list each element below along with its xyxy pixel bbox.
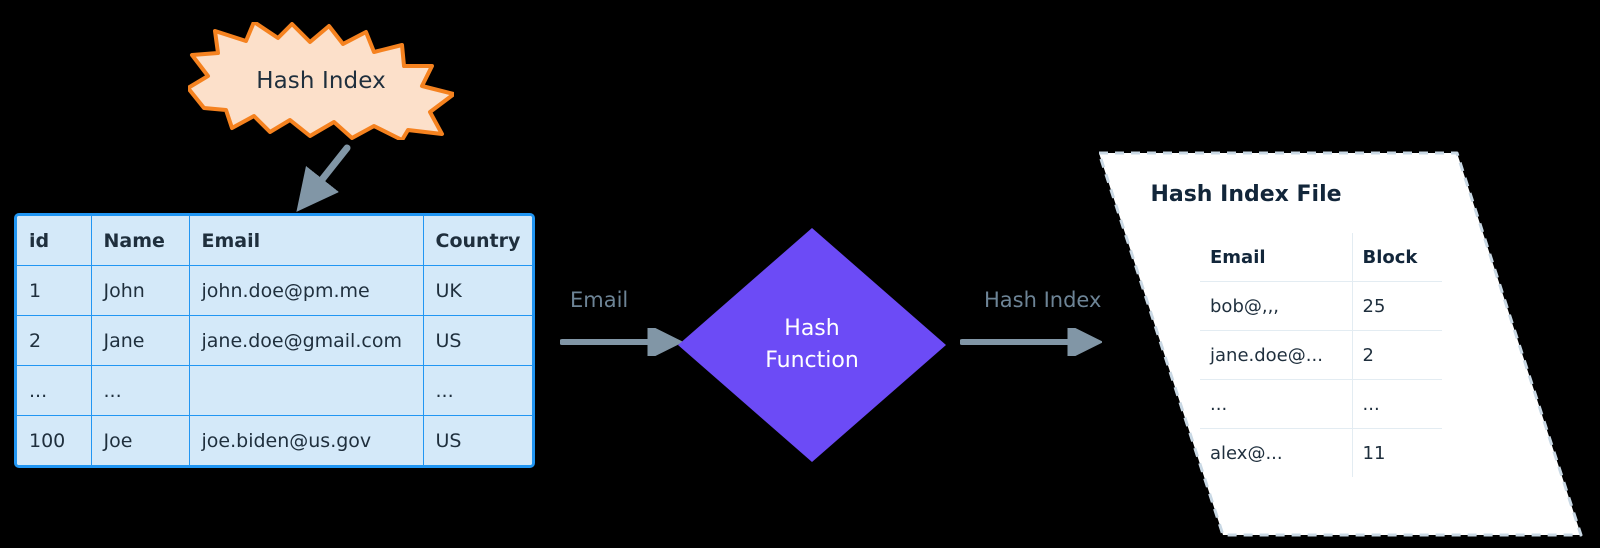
column-header-email: Email	[1200, 233, 1353, 282]
cell-id: ...	[17, 365, 92, 416]
cell-email: john.doe@pm.me	[188, 265, 424, 316]
cell-block: 25	[1352, 281, 1442, 331]
table-header-row: Email Block	[1200, 233, 1442, 282]
table-row: 2 Jane jane.doe@gmail.com US	[17, 315, 532, 366]
cell-name: ...	[90, 365, 190, 416]
cell-email	[188, 365, 424, 416]
table-row: 100 Joe joe.biden@us.gov US	[17, 415, 532, 465]
table-row: bob@,,, 25	[1200, 281, 1442, 331]
hash-function-label: Hash Function	[678, 228, 946, 462]
callout-pointer-arrow-icon	[285, 138, 365, 216]
cell-id: 1	[17, 265, 92, 316]
flow-label-hash-index: Hash Index	[984, 288, 1102, 312]
arrow-email-svg	[559, 324, 684, 360]
cell-name: Joe	[90, 415, 190, 465]
hash-function-line-2: Function	[765, 348, 859, 373]
callout-label: Hash Index	[256, 68, 386, 94]
cell-email: joe.biden@us.gov	[188, 415, 424, 465]
column-header-country: Country	[422, 216, 532, 266]
cell-id: 100	[17, 415, 92, 465]
cell-email: jane.doe@...	[1200, 330, 1353, 380]
cell-email: alex@...	[1200, 428, 1353, 477]
cell-block: 2	[1352, 330, 1442, 380]
cell-country: UK	[422, 265, 532, 316]
arrow-hash-function-to-index-file-icon	[959, 324, 1104, 360]
table-row: 1 John john.doe@pm.me UK	[17, 265, 532, 316]
hash-index-file-title: Hash Index File	[1150, 182, 1342, 207]
callout-arrow-svg	[296, 144, 351, 212]
index-table-element: Email Block bob@,,, 25 jane.doe@... 2 ..…	[1200, 233, 1442, 477]
column-header-id: id	[17, 216, 92, 266]
source-data-table: id Name Email Country 1 John john.doe@pm…	[14, 213, 535, 468]
cell-email: bob@,,,	[1200, 281, 1353, 331]
cell-email: ...	[1200, 379, 1353, 429]
column-header-block: Block	[1352, 233, 1442, 282]
table-row: ... ... ...	[17, 365, 532, 416]
cell-email: jane.doe@gmail.com	[188, 315, 424, 366]
hash-index-callout: Hash Index	[188, 22, 454, 140]
hash-index-file-table: Email Block bob@,,, 25 jane.doe@... 2 ..…	[1200, 233, 1442, 477]
arrow-email-to-hash-function-icon	[559, 324, 684, 360]
column-header-email: Email	[188, 216, 424, 266]
cell-id: 2	[17, 315, 92, 366]
table-row: alex@... 11	[1200, 428, 1442, 477]
cell-country: US	[422, 415, 532, 465]
cell-name: John	[90, 265, 190, 316]
diamond-shape-icon	[678, 228, 946, 462]
table-header-row: id Name Email Country	[17, 216, 532, 266]
starburst-shape-icon	[188, 22, 454, 140]
cell-block: 11	[1362, 442, 1386, 464]
cell-block: ...	[1352, 379, 1442, 429]
cell-name: Jane	[90, 315, 190, 366]
hash-function-diamond: Hash Function	[678, 228, 946, 462]
source-table-element: id Name Email Country 1 John john.doe@pm…	[17, 216, 532, 465]
cell-country: ...	[422, 365, 532, 416]
flow-label-email: Email	[570, 288, 629, 312]
hash-function-line-1: Hash	[784, 316, 840, 342]
cell-country: US	[422, 315, 532, 366]
table-row: ... ...	[1200, 379, 1442, 429]
arrow-hash-index-svg	[959, 324, 1104, 360]
column-header-name: Name	[90, 216, 190, 266]
table-row: jane.doe@... 2	[1200, 330, 1442, 380]
